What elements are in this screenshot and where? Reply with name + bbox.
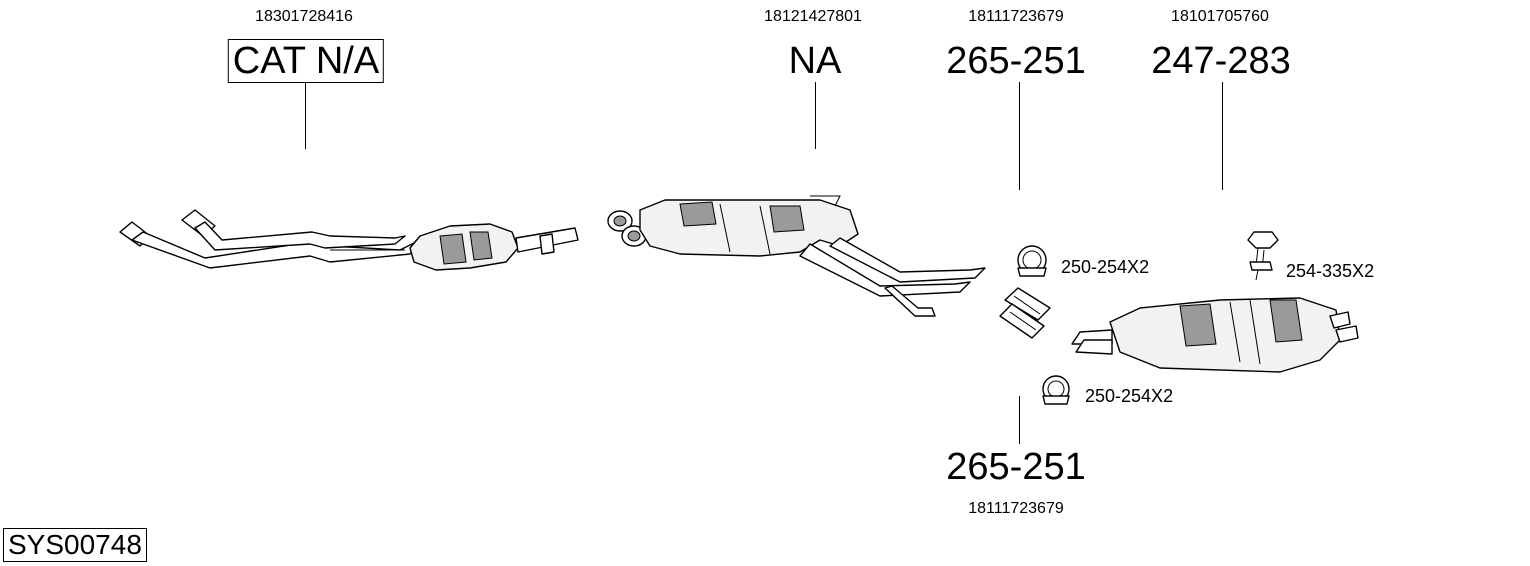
leader-line-cat (305, 82, 306, 149)
clamp-ring-2-label: 250-254X2 (1085, 386, 1174, 406)
part-number-mid: NA (788, 40, 842, 82)
oe-number-clamp-top: 18111723679 (968, 8, 1064, 25)
clamp-ring-1-drawing (1017, 245, 1047, 277)
oe-number-rear: 18101705760 (1171, 8, 1269, 25)
part-number-clamp-bottom: 265-251 (946, 446, 1086, 488)
rear-silencer-drawing (1071, 297, 1359, 373)
part-number-clamp-top: 265-251 (946, 40, 1086, 82)
oe-number-clamp-bottom: 18111723679 (968, 500, 1064, 517)
diagram-id: SYS00748 (3, 528, 147, 562)
clamp-ring-2-drawing (1042, 375, 1070, 405)
part-number-cat: CAT N/A (227, 39, 385, 83)
sleeve-clamp-drawing (999, 287, 1051, 339)
rubber-hanger-label: 254-335X2 (1286, 261, 1375, 281)
leader-line-clamp-bottom (1019, 396, 1020, 444)
part-number-rear: 247-283 (1151, 40, 1291, 82)
leader-line-rear (1222, 82, 1223, 190)
middle-silencer-drawing (607, 195, 986, 317)
rubber-hanger-drawing (1247, 231, 1279, 281)
clamp-ring-1-label: 250-254X2 (1061, 257, 1150, 277)
leader-line-mid (815, 82, 816, 149)
leader-line-clamp-top (1019, 82, 1020, 190)
catalytic-converter-pipe-drawing (119, 209, 579, 271)
oe-number-mid: 18121427801 (764, 8, 862, 25)
oe-number-cat: 18301728416 (255, 8, 353, 25)
